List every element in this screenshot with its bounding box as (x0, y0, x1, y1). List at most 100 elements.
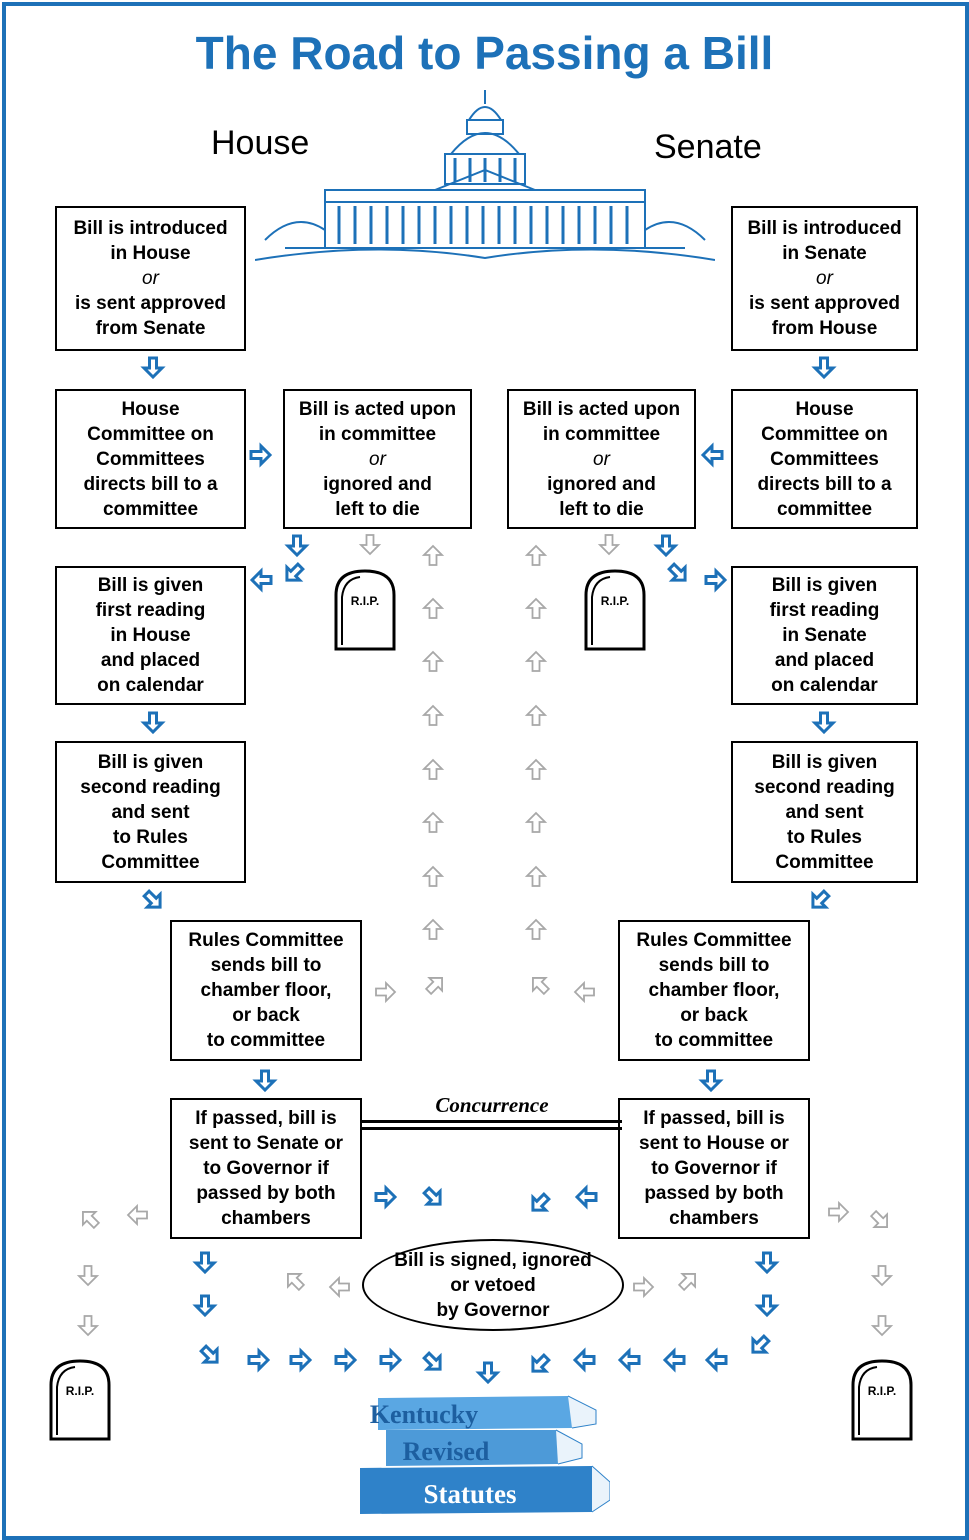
box-line: is sent approved (749, 293, 900, 314)
senate-rules-committee-box: Rules Committee sends bill to chamber fl… (618, 920, 810, 1061)
box-line: or back (232, 1005, 300, 1026)
house-committee-on-committees-box: House Committee on Committees directs bi… (55, 389, 246, 529)
flow-arrow-icon (698, 1069, 724, 1093)
box-line: Bill is given (771, 575, 878, 596)
flow-arrow-icon (531, 1353, 551, 1373)
senate-first-reading-box: Bill is given first reading in Senate an… (731, 566, 918, 705)
faded-arrow-icon (421, 811, 445, 833)
faded-arrow-icon (524, 918, 548, 940)
flow-arrow-icon (700, 442, 724, 468)
box-line: Bill is acted upon (298, 398, 457, 420)
senate-passed-box: If passed, bill is sent to House or to G… (618, 1098, 810, 1239)
box-line: House (121, 398, 180, 420)
box-line: Committee (101, 851, 200, 873)
box-line: directs bill to a (83, 473, 218, 495)
box-line: by Governor (436, 1299, 550, 1321)
box-line: or back (680, 1005, 748, 1026)
flow-arrow-icon (199, 1344, 219, 1364)
book-title: Kentucky (370, 1400, 478, 1429)
box-line: Committees (770, 448, 879, 470)
box-line: sent to Senate or (188, 1133, 344, 1154)
box-line: left to die (335, 498, 420, 520)
faded-arrow-icon (677, 1273, 696, 1292)
flow-arrow-icon (142, 889, 162, 909)
faded-arrow-icon (870, 1265, 894, 1287)
faded-arrow-icon (869, 1209, 888, 1228)
box-line: Bill is introduced (747, 218, 902, 239)
faded-arrow-icon (573, 980, 595, 1004)
faded-arrow-icon (633, 1275, 655, 1299)
house-introduced-box: Bill is introduced in House or is sent a… (55, 206, 246, 351)
flow-arrow-icon (574, 1184, 598, 1210)
house-acted-upon-box: Bill is acted upon in committee or ignor… (283, 389, 472, 529)
faded-arrow-icon (870, 1315, 894, 1337)
flow-arrow-icon (704, 567, 728, 593)
flow-arrow-icon (374, 1184, 398, 1210)
senate-second-reading-box: Bill is given second reading and sent to… (731, 741, 918, 883)
faded-arrow-icon (524, 758, 548, 780)
senate-acted-upon-box: Bill is acted upon in committee or ignor… (507, 389, 696, 529)
box-line: passed by both (644, 1183, 784, 1204)
faded-arrow-icon (524, 650, 548, 672)
flow-arrow-icon (751, 1334, 771, 1354)
box-line: chamber floor, (200, 980, 332, 1001)
box-line: Committee on (87, 423, 214, 445)
box-line: If passed, bill is (643, 1108, 785, 1129)
tombstone-icon: R.I.P. (584, 569, 646, 651)
box-line: If passed, bill is (195, 1108, 337, 1129)
faded-arrow-icon (828, 1200, 850, 1224)
house-first-reading-box: Bill is given first reading in House and… (55, 566, 246, 705)
box-line: to committee (654, 1030, 774, 1051)
house-passed-box: If passed, bill is sent to Senate or to … (170, 1098, 362, 1239)
or-text: or (369, 448, 386, 470)
box-line: and sent (785, 801, 864, 823)
box-line: or vetoed (450, 1274, 536, 1296)
flow-arrow-icon (252, 1069, 278, 1093)
page-title: The Road to Passing a Bill (195, 27, 774, 79)
box-line: chambers (221, 1208, 311, 1229)
box-line: in Senate (782, 625, 867, 646)
flow-arrow-icon (334, 1347, 358, 1373)
faded-arrow-icon (524, 544, 548, 566)
box-line: second reading (80, 776, 221, 798)
faded-arrow-icon (421, 758, 445, 780)
box-line: and placed (100, 650, 201, 671)
flow-arrow-icon (247, 1347, 271, 1373)
box-line: Rules Committee (188, 930, 344, 951)
box-line: Bill is signed, ignored (394, 1249, 592, 1271)
box-line: sends bill to (658, 955, 770, 976)
faded-arrow-icon (532, 977, 551, 996)
faded-arrow-icon (358, 534, 382, 556)
box-line: in committee (542, 423, 661, 445)
tombstone-icon: R.I.P. (334, 569, 396, 651)
box-line: to Rules (113, 826, 188, 848)
box-line: to Governor if (651, 1158, 777, 1179)
box-line: Bill is given (97, 575, 204, 596)
flow-arrow-icon (422, 1186, 442, 1206)
faded-arrow-icon (328, 1275, 350, 1299)
box-line: ignored and (323, 473, 432, 495)
flow-arrow-icon (704, 1347, 728, 1373)
flow-arrow-icon (667, 562, 687, 582)
concurrence-line (362, 1127, 622, 1130)
box-line: to Rules (787, 826, 862, 848)
box-line: second reading (754, 776, 895, 798)
flow-arrow-icon (249, 442, 273, 468)
flow-arrow-icon (617, 1347, 641, 1373)
box-line: is sent approved (75, 293, 226, 314)
box-line: in committee (318, 423, 437, 445)
faded-arrow-icon (524, 597, 548, 619)
box-line: and sent (111, 801, 190, 823)
flow-arrow-icon (572, 1347, 596, 1373)
box-line: directs bill to a (757, 473, 892, 495)
box-line: and placed (774, 650, 875, 671)
box-line: in Senate (782, 243, 867, 264)
senate-heading: Senate (654, 128, 762, 166)
or-text: or (593, 448, 610, 470)
box-line: chamber floor, (648, 980, 780, 1001)
box-line: Committee on (761, 423, 888, 445)
box-line: left to die (559, 498, 644, 520)
box-line: sends bill to (210, 955, 322, 976)
book-title: Revised (403, 1437, 490, 1466)
